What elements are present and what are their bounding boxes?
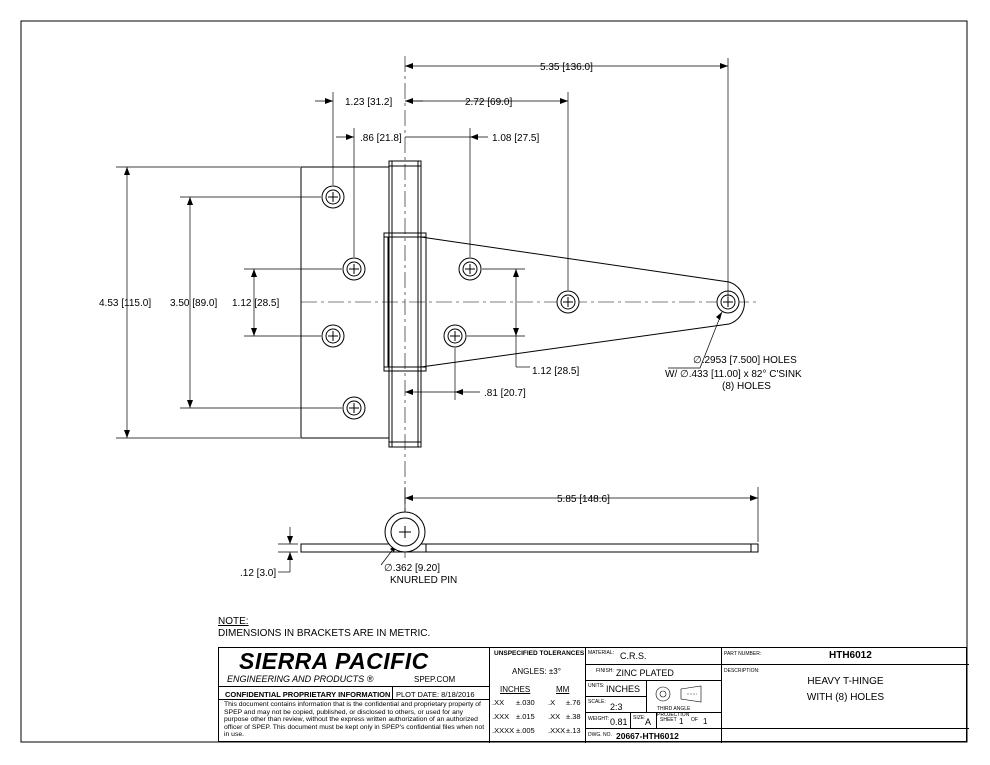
finish-cell: FINISH: ZINC PLATED <box>586 664 722 680</box>
of-value: 1 <box>703 717 708 726</box>
dimension-lines <box>116 58 759 573</box>
hole <box>321 185 345 209</box>
hole <box>342 396 366 420</box>
weight-row: WEIGHT: 0.81 SIZE: A SHEET 1 OF 1 <box>586 712 722 729</box>
hole <box>443 324 467 348</box>
dimension-texts: 5.35 [136.0] 1.23 [31.2] 2.72 [69.0] .86… <box>99 62 802 586</box>
note-text: DIMENSIONS IN BRACKETS ARE IN METRIC. <box>218 628 431 639</box>
material-column: MATERIAL: C.R.S. FINISH: ZINC PLATED UNI… <box>585 648 722 743</box>
hole <box>321 324 345 348</box>
tolerances-cell: UNSPECIFIED TOLERANCES ANGLES: ±3° INCHE… <box>489 648 585 743</box>
plot-date: PLOT DATE: 8/18/2016 <box>396 690 475 699</box>
dwg-value: 20667-HTH6012 <box>616 731 679 741</box>
leaf-plate <box>300 166 390 439</box>
holes <box>321 185 740 420</box>
dim-1.08: 1.08 [27.5] <box>492 133 540 144</box>
dim-1.23: 1.23 [31.2] <box>345 97 393 108</box>
finish-value: ZINC PLATED <box>616 668 674 678</box>
part-cell: PART NUMBER: HTH6012 <box>724 650 872 661</box>
dim-.81: .81 [20.7] <box>484 388 526 399</box>
company-cell: SIERRA PACIFIC ENGINEERING AND PRODUCTS … <box>219 648 489 686</box>
holes-callout-1: ∅.2953 [7.500] HOLES <box>693 355 797 366</box>
part-number: HTH6012 <box>829 650 872 661</box>
size-value: A <box>645 717 652 727</box>
weight-value: 0.81 <box>610 717 628 727</box>
part-column: PART NUMBER: HTH6012 DESCRIPTION: HEAVY … <box>721 648 969 743</box>
dwg-cell: DWG. NO. 20667-HTH6012 <box>586 728 722 743</box>
scale-value: 2:3 <box>610 702 623 712</box>
material-cell: MATERIAL: C.R.S. <box>588 650 647 661</box>
holes-callout-2: W/ ∅.433 [11.00] x 82° C'SINK <box>665 369 802 380</box>
company-name: SIERRA PACIFIC <box>239 648 429 674</box>
third-angle-projection-icon <box>655 685 702 703</box>
pin-callout-2: KNURLED PIN <box>390 575 457 586</box>
dim-.86: .86 [21.8] <box>360 133 402 144</box>
arrowheads <box>124 63 758 560</box>
projection-label: THIRD ANGLE PROJECTION <box>657 706 691 718</box>
holes-callout-3: (8) HOLES <box>722 381 771 392</box>
units-cell: UNITS: INCHES <box>586 680 646 696</box>
front-view <box>300 56 760 560</box>
mm-header: MM <box>556 685 570 694</box>
dim-.12: .12 [3.0] <box>240 568 276 579</box>
tolerances-title: UNSPECIFIED TOLERANCES <box>494 650 585 657</box>
pin-barrel-inner <box>390 517 420 547</box>
note: NOTE: DIMENSIONS IN BRACKETS ARE IN METR… <box>218 616 430 640</box>
dim-1.12-strap: 1.12 [28.5] <box>532 366 580 377</box>
hole <box>556 290 580 314</box>
dim-5.35: 5.35 [136.0] <box>540 62 593 73</box>
dim-3.50: 3.50 [89.0] <box>170 298 218 309</box>
hole <box>342 257 366 281</box>
confidential-label: CONFIDENTIAL PROPRIETARY INFORMATION <box>225 690 391 699</box>
title-block: SIERRA PACIFIC ENGINEERING AND PRODUCTS … <box>218 647 969 743</box>
material-value: C.R.S. <box>620 651 647 661</box>
side-view <box>300 511 759 553</box>
description-cell: DESCRIPTION: HEAVY T-HINGE WITH (8) HOLE… <box>722 664 969 728</box>
projection-cell: THIRD ANGLE PROJECTION <box>646 680 722 718</box>
confidential-text: This document contains information that … <box>224 701 485 738</box>
dim-1.12-leaf: 1.12 [28.5] <box>232 298 280 309</box>
dim-2.72: 2.72 [69.0] <box>465 97 513 108</box>
tolerances-angles: ANGLES: ±3° <box>512 667 561 676</box>
description-line-1: HEAVY T-HINGE <box>807 676 884 687</box>
hole <box>458 257 482 281</box>
side-strap <box>300 543 759 553</box>
dim-5.85: 5.85 [148.6] <box>557 494 610 505</box>
company-url: SPEP.COM <box>414 675 456 684</box>
company-sub: ENGINEERING AND PRODUCTS ® <box>227 674 374 684</box>
scale-cell: SCALE: 2:3 <box>586 696 646 712</box>
inches-header: INCHES <box>500 685 531 694</box>
units-value: INCHES <box>606 684 641 694</box>
description-line-2: WITH (8) HOLES <box>806 692 885 703</box>
dim-4.53: 4.53 [115.0] <box>99 298 151 309</box>
note-heading: NOTE: <box>218 616 249 627</box>
sheet-border <box>20 20 968 743</box>
pin-callout-1: ∅.362 [9.20] <box>384 563 440 574</box>
strap-outline <box>420 236 745 368</box>
sheet-value: 1 <box>679 717 684 726</box>
